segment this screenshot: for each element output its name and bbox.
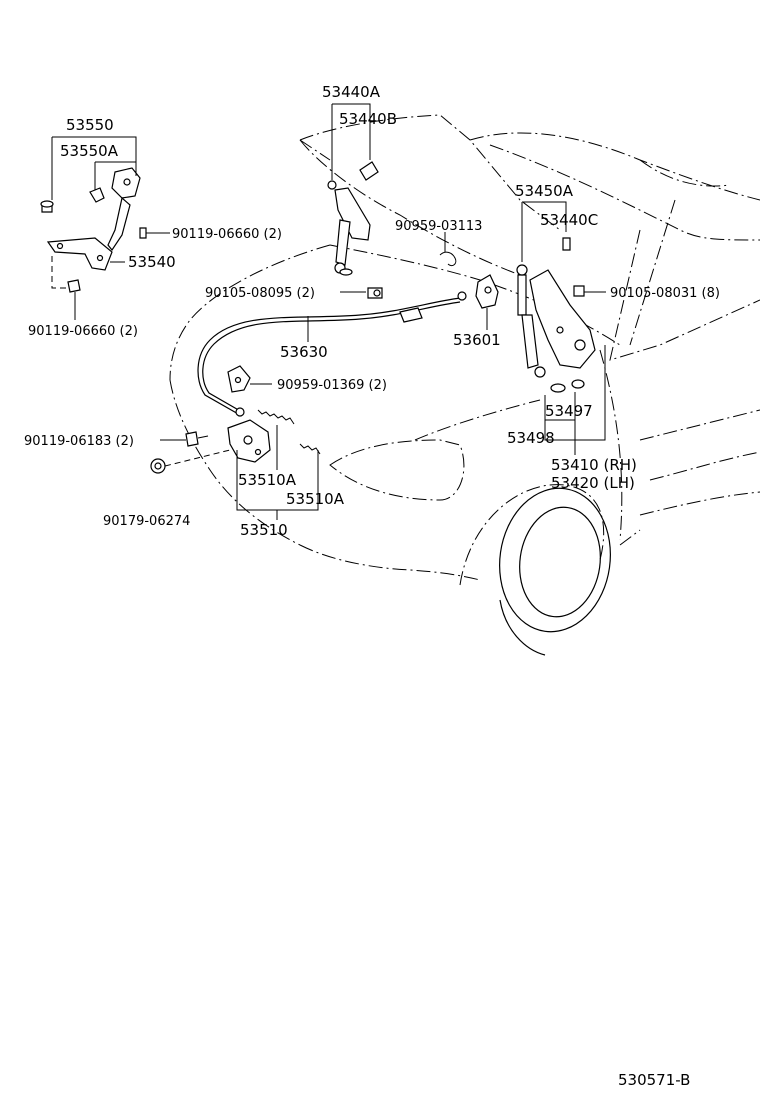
label-53450A: 53450A bbox=[515, 182, 574, 200]
label-90119-06660-a: 90119-06660 (2) bbox=[172, 227, 282, 242]
leader-lines bbox=[51, 103, 606, 520]
label-53440A: 53440A bbox=[322, 83, 381, 101]
label-90105-08031: 90105-08031 (8) bbox=[610, 286, 720, 301]
label-53550: 53550 bbox=[66, 116, 114, 134]
label-90959-01369: 90959-01369 (2) bbox=[277, 378, 387, 393]
cable-clamp bbox=[227, 365, 251, 393]
label-53440B: 53440B bbox=[339, 110, 397, 128]
hood-lock-assembly bbox=[150, 409, 321, 474]
label-53420: 53420 (LH) bbox=[551, 474, 635, 492]
label-90179-06274: 90179-06274 bbox=[103, 514, 190, 529]
label-90119-06183: 90119-06183 (2) bbox=[24, 434, 134, 449]
label-53410: 53410 (RH) bbox=[551, 456, 637, 474]
diagram-code: 530571-B bbox=[618, 1071, 690, 1089]
hood-hinge-assembly bbox=[40, 167, 147, 293]
label-90119-06660-b: 90119-06660 (2) bbox=[28, 324, 138, 339]
cable-handle bbox=[475, 274, 499, 309]
hood-gas-stay bbox=[516, 237, 596, 393]
label-53540: 53540 bbox=[128, 253, 176, 271]
label-53510A-b: 53510A bbox=[286, 490, 345, 508]
label-53630: 53630 bbox=[280, 343, 328, 361]
label-90959-03113: 90959-03113 bbox=[395, 219, 482, 234]
label-53510A-a: 53510A bbox=[238, 471, 297, 489]
label-53440C: 53440C bbox=[540, 211, 598, 229]
vehicle-body-outline bbox=[169, 114, 760, 656]
label-53550A: 53550A bbox=[60, 142, 119, 160]
label-53510: 53510 bbox=[240, 521, 288, 539]
hood-release-cable bbox=[197, 291, 467, 417]
label-53497: 53497 bbox=[545, 402, 593, 420]
label-53601: 53601 bbox=[453, 331, 501, 349]
hood-support-assembly bbox=[327, 161, 457, 299]
label-90105-08095: 90105-08095 (2) bbox=[205, 286, 315, 301]
label-53498: 53498 bbox=[507, 429, 555, 447]
